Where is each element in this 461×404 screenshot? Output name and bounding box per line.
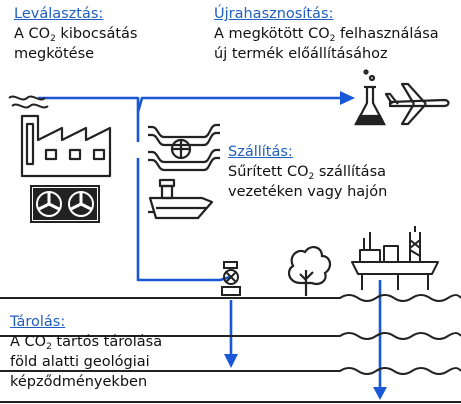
transport-description-line1: Sűrített CO2 szállítása [228, 164, 387, 182]
storage-description-line2: föld alatti geológiai [10, 354, 150, 370]
reuse-description-line2: új termék előállításához [214, 46, 388, 62]
reuse-description-line1: A megkötött CO2 felhasználása [214, 26, 439, 44]
ship-icon [148, 178, 214, 220]
smoke-icon [8, 95, 49, 109]
capture-label: Leválasztás: A CO2 kibocsátás megkötése [14, 4, 137, 64]
reuse-arrowhead [340, 91, 355, 105]
tree-icon [287, 246, 332, 296]
reuse-flow-line [136, 96, 340, 113]
storage-description-line1: A CO2 tartós tárolása [10, 334, 163, 352]
offshore-arrowhead [373, 387, 387, 400]
storage-label: Tárolás: A CO2 tartós tárolása föld alat… [10, 312, 162, 392]
transport-description-line2: vezetéken vagy hajón [228, 184, 388, 200]
ground-wave-line [0, 294, 461, 302]
storage-description-line3: képződményekben [10, 374, 148, 390]
pipeline-icon [148, 123, 220, 172]
reuse-title: Újrahasznosítás: [214, 6, 334, 22]
capture-title: Leválasztás: [14, 6, 104, 22]
transport-label: Szállítás: Sűrített CO2 szállítása vezet… [228, 142, 387, 202]
valve-icon [221, 261, 241, 296]
storage-title: Tárolás: [10, 314, 66, 330]
fan-unit-icon [30, 185, 100, 223]
strata-lines [0, 332, 461, 403]
transport-title: Szállítás: [228, 144, 293, 160]
capture-to-transport-line [38, 96, 140, 142]
airplane-icon [384, 82, 450, 126]
offshore-platform-icon [351, 226, 439, 290]
capture-description-line1: A CO2 kibocsátás [14, 26, 138, 44]
storage-arrowhead [224, 354, 238, 368]
flask-icon [354, 69, 386, 126]
capture-description-line2: megkötése [14, 46, 95, 62]
factory-icon [20, 114, 112, 178]
reuse-label: Újrahasznosítás: A megkötött CO2 felhasz… [214, 4, 439, 64]
